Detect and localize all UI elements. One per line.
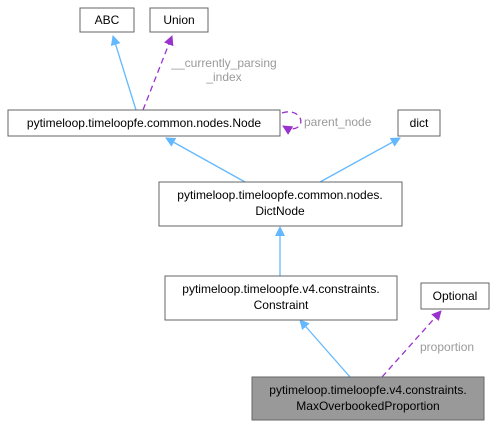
node-common-nodes-node[interactable]: pytimeloop.timeloopfe.common.nodes.Node <box>7 109 281 137</box>
node-abc[interactable]: ABC <box>79 7 135 33</box>
node-optional[interactable]: Optional <box>420 282 490 310</box>
edge-dictnode-to-dict <box>319 137 401 183</box>
node-constraint[interactable]: pytimeloop.timeloopfe.v4.constraints. Co… <box>164 275 398 321</box>
node-max-overbooked-proportion-label-line2: MaxOverbookedProportion <box>296 399 439 413</box>
edge-dictnode-to-node <box>165 137 246 183</box>
node-max-overbooked-proportion-label-line1: pytimeloop.timeloopfe.v4.constraints. <box>269 383 466 397</box>
node-optional-label: Optional <box>433 289 478 303</box>
node-abc-label: ABC <box>95 13 120 27</box>
node-dict[interactable]: dict <box>397 109 441 137</box>
node-constraint-label-line1: pytimeloop.timeloopfe.v4.constraints. <box>182 282 379 296</box>
node-dictnode[interactable]: pytimeloop.timeloopfe.common.nodes. Dict… <box>158 181 403 227</box>
node-dict-label: dict <box>410 116 429 130</box>
edge-label-parent-node: parent_node <box>304 115 372 129</box>
edge-label-currently-parsing: __currently_parsing <box>170 56 276 70</box>
edge-node-self-loop <box>281 111 302 135</box>
node-common-nodes-node-label: pytimeloop.timeloopfe.common.nodes.Node <box>27 116 261 130</box>
node-union-label: Union <box>163 13 194 27</box>
edge-maxover-to-constraint <box>299 319 351 378</box>
edge-label-proportion: proportion <box>420 340 474 354</box>
edge-maxover-to-optional <box>381 310 442 378</box>
node-union[interactable]: Union <box>149 7 209 33</box>
node-constraint-label-line2: Constraint <box>254 298 309 312</box>
node-dictnode-label-line1: pytimeloop.timeloopfe.common.nodes. <box>177 188 382 202</box>
edge-label-currently-parsing-index: _index <box>205 70 241 84</box>
edge-node-to-union <box>142 35 174 111</box>
edge-node-to-abc <box>110 35 137 111</box>
node-max-overbooked-proportion[interactable]: pytimeloop.timeloopfe.v4.constraints. Ma… <box>251 376 485 421</box>
node-dictnode-label-line2: DictNode <box>255 204 305 218</box>
